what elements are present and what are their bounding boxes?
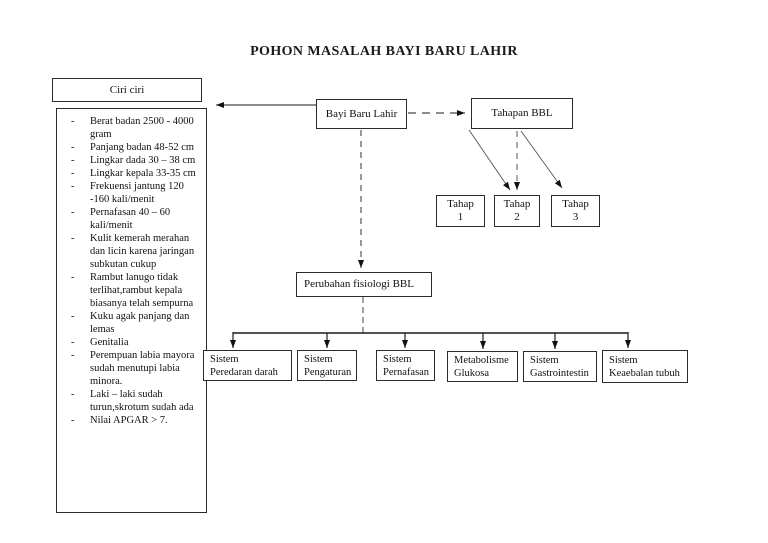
node-label-line1: Sistem (609, 354, 638, 366)
node-label-line1: Tahap (447, 198, 474, 210)
node-label: Tahapan BBL (491, 107, 553, 119)
list-item: Kulit kemerah merahan dan licin karena j… (57, 232, 200, 271)
node-sistem-keaebalan-tubuh: Sistem Keaebalan tubuh (602, 350, 688, 383)
node-tahap-1: Tahap 1 (436, 195, 485, 227)
line-tahapan-to-tahap2-diagonal (468, 129, 511, 191)
node-tahap-3: Tahap 3 (551, 195, 600, 227)
ciri-ciri-list-box: Berat badan 2500 - 4000 gram Panjang bad… (56, 108, 207, 513)
list-item: Rambut lanugo tidak terlihat,rambut kepa… (57, 271, 200, 310)
node-label-line2: 2 (514, 211, 520, 223)
list-item: Frekuensi jantung 120 -160 kali/menit (57, 180, 200, 206)
ciri-ciri-header-box: Ciri ciri (52, 78, 202, 102)
node-sistem-pernafasan: Sistem Pernafasan (376, 350, 435, 381)
node-label-line2: Peredaran darah (210, 366, 278, 378)
list-item: Berat badan 2500 - 4000 gram (57, 115, 200, 141)
line-tahapan-to-tahap3-diagonal (520, 130, 563, 189)
list-item: Genitalia (57, 336, 200, 349)
node-bayi-baru-lahir: Bayi Baru Lahir (316, 99, 407, 129)
node-label-line2: Glukosa (454, 367, 489, 379)
node-label: Bayi Baru Lahir (325, 107, 398, 120)
node-label-line1: Sistem (530, 354, 559, 366)
node-label-line1: Tahap (503, 198, 531, 210)
list-item: Panjang badan 48-52 cm (57, 141, 200, 154)
node-label-line2: 1 (457, 211, 464, 223)
node-label-line2: Pernafasan (383, 366, 430, 378)
node-label-line1: Metabolisme (454, 354, 509, 366)
node-metabolisme-glukosa: Metabolisme Glukosa (447, 351, 518, 382)
node-label-line1: Sistem (210, 353, 239, 365)
node-label-line2: Keaebalan tubuh (609, 367, 680, 379)
node-tahap-2: Tahap 2 (494, 195, 540, 227)
node-tahapan-bbl: Tahapan BBL (471, 98, 573, 129)
node-sistem-gastrointestin: Sistem Gastrointestin (523, 351, 597, 382)
node-label-line1: Sistem (383, 353, 412, 365)
node-label-line1: Tahap (562, 198, 589, 210)
node-sistem-peredaran-darah: Sistem Peredaran darah (203, 350, 292, 381)
list-item: Perempuan labia mayora sudah menutupi la… (57, 349, 200, 388)
list-item: Nilai APGAR > 7. (57, 414, 200, 427)
list-item: Lingkar kepala 33-35 cm (57, 167, 200, 180)
node-perubahan-fisiologi-bbl: Perubahan fisiologi BBL (296, 272, 432, 297)
list-item: Pernafasan 40 – 60 kali/menit (57, 206, 200, 232)
node-label-line2: Pengaturan (304, 366, 352, 378)
node-label-line2: Gastrointestin (530, 367, 589, 379)
node-label-line1: Sistem (304, 353, 333, 365)
list-item: Laki – laki sudah turun,skrotum sudah ad… (57, 388, 200, 414)
page-title: POHON MASALAH BAYI BARU LAHIR (250, 44, 518, 59)
list-item: Kuku agak panjang dan lemas (57, 310, 200, 336)
node-label: Perubahan fisiologi BBL (304, 278, 414, 290)
ciri-ciri-header-label: Ciri ciri (109, 83, 145, 96)
list-item: Lingkar dada 30 – 38 cm (57, 154, 200, 167)
node-label-line2: 3 (572, 211, 579, 223)
ciri-ciri-list: Berat badan 2500 - 4000 gram Panjang bad… (57, 115, 200, 427)
node-sistem-pengaturan: Sistem Pengaturan (297, 350, 357, 381)
